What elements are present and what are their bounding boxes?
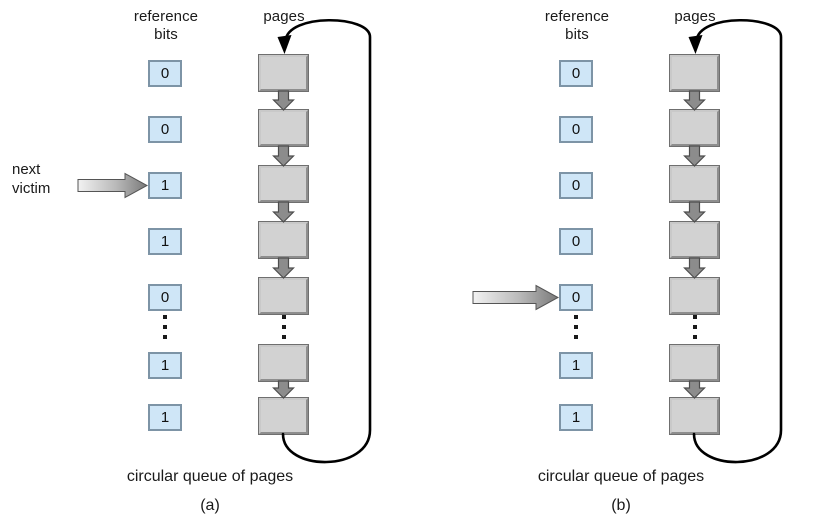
page-link-arrow-1 (272, 145, 295, 167)
page-link-arrow-5 (683, 380, 706, 399)
page-box-3 (258, 221, 309, 259)
connector-layer (77, 18, 372, 464)
circular-queue-loop-arrowhead (688, 35, 703, 54)
reference-bit-box-4: 0 (559, 284, 593, 311)
pages-ellipsis (281, 315, 287, 339)
page-link-arrow-0 (272, 90, 295, 111)
next-victim-label: next victim (12, 161, 51, 197)
circular-queue-loop-arrowhead (277, 35, 292, 54)
heading-reference-bits: reference bits (544, 8, 610, 43)
reference-bit-box-5: 1 (148, 352, 182, 379)
page-box-4 (258, 277, 309, 315)
page-box-1 (669, 109, 720, 147)
heading-pages: pages (263, 8, 305, 25)
reference-bit-box-1: 0 (559, 116, 593, 143)
pages-ellipsis (692, 315, 698, 339)
panel-b: reference bits pages 0 0 0 0 0 1 1 circular queue… (411, 0, 822, 530)
reference-bit-box-3: 0 (559, 228, 593, 255)
page-box-0 (258, 54, 309, 92)
page-link-arrow-2 (272, 201, 295, 223)
page-link-arrow-3 (683, 257, 706, 279)
reference-bit-box-0: 0 (559, 60, 593, 87)
page-box-4 (669, 277, 720, 315)
caption-circular-queue: circular queue of pages (126, 468, 294, 485)
connector-layer (472, 18, 783, 464)
page-box-5 (669, 344, 720, 382)
caption-panel-id: (a) (200, 497, 220, 514)
reference-bit-box-2: 1 (148, 172, 182, 199)
reference-bit-box-5: 1 (559, 352, 593, 379)
page-box-0 (669, 54, 720, 92)
page-link-arrow-5 (272, 380, 295, 399)
page-link-arrow-0 (683, 90, 706, 111)
reference-bit-box-4: 0 (148, 284, 182, 311)
caption-circular-queue: circular queue of pages (537, 468, 705, 485)
page-box-2 (258, 165, 309, 203)
reference-bits-ellipsis (574, 315, 579, 339)
reference-bit-box-6: 1 (148, 404, 182, 431)
circular-queue-loop (281, 18, 372, 464)
page-box-1 (258, 109, 309, 147)
reference-bit-box-6: 1 (559, 404, 593, 431)
page-box-5 (258, 344, 309, 382)
page-link-arrow-3 (272, 257, 295, 279)
panel-a: reference bits pages 0 0 1 1 0 1 1 next victim cir… (12, 8, 372, 514)
reference-bit-box-2: 0 (559, 172, 593, 199)
reference-bit-box-3: 1 (148, 228, 182, 255)
reference-bit-box-1: 0 (148, 116, 182, 143)
page-link-arrow-1 (683, 145, 706, 167)
next-victim-pointer-arrow (472, 284, 560, 311)
page-link-arrow-2 (683, 201, 706, 223)
reference-bits-ellipsis (163, 315, 168, 339)
heading-reference-bits: reference bits (133, 8, 199, 43)
circular-queue-loop (692, 18, 783, 464)
next-victim-pointer-arrow (77, 172, 149, 199)
page-box-2 (669, 165, 720, 203)
reference-bit-box-0: 0 (148, 60, 182, 87)
caption-panel-id: (b) (611, 497, 631, 514)
page-box-3 (669, 221, 720, 259)
heading-pages: pages (674, 8, 716, 25)
